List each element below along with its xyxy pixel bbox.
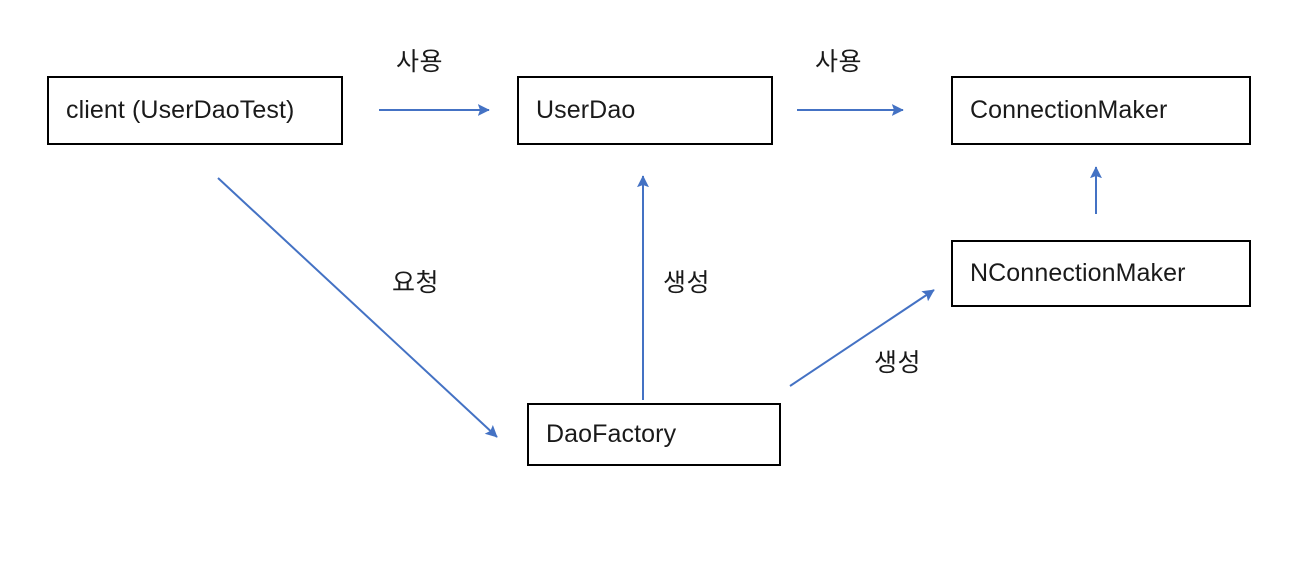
node-label-userdao: UserDao <box>536 96 636 124</box>
node-label-daofactory: DaoFactory <box>546 420 677 448</box>
node-connectionmaker[interactable]: ConnectionMaker <box>951 76 1251 145</box>
node-label-nconnectionmaker: NConnectionMaker <box>970 259 1186 287</box>
edge-label-userdao-to-connectionmaker: 사용 <box>815 48 863 76</box>
node-daofactory[interactable]: DaoFactory <box>527 403 781 466</box>
edge-label-client-to-daofactory: 요청 <box>392 269 440 297</box>
edge-client-to-daofactory <box>217 177 498 438</box>
edge-label-daofactory-to-userdao: 생성 <box>663 269 711 297</box>
node-client[interactable]: client (UserDaoTest) <box>47 76 343 145</box>
edge-label-daofactory-to-nconnectionmaker: 생성 <box>874 349 922 377</box>
edge-label-client-to-userdao: 사용 <box>396 48 444 76</box>
node-userdao[interactable]: UserDao <box>517 76 773 145</box>
node-nconnectionmaker[interactable]: NConnectionMaker <box>951 240 1251 307</box>
node-label-connectionmaker: ConnectionMaker <box>970 96 1168 124</box>
node-label-client: client (UserDaoTest) <box>66 96 295 124</box>
